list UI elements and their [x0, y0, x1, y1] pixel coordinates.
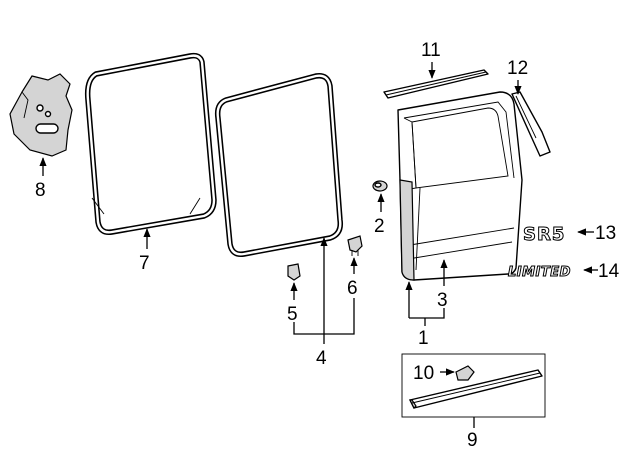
callout-14: 14: [598, 261, 620, 282]
sr5-emblem-text: SR5: [523, 224, 565, 245]
part-10-clip[interactable]: [455, 365, 475, 381]
callout-4: 4: [316, 348, 327, 369]
callout-7: 7: [139, 253, 150, 274]
callout-1: 1: [418, 328, 429, 349]
part-6-clip[interactable]: [347, 235, 363, 256]
callout-13: 13: [595, 223, 616, 244]
callout-5: 5: [287, 304, 298, 325]
callout-9: 9: [467, 430, 478, 451]
part-4-door-weatherstrip[interactable]: [214, 72, 344, 258]
part-8-inner-panel[interactable]: [9, 73, 73, 157]
callout-12: 12: [507, 58, 528, 79]
callout-8: 8: [35, 180, 46, 201]
limited-emblem-text: LIMITED: [508, 265, 571, 280]
part-5-clip[interactable]: [287, 263, 301, 281]
callout-10: 10: [413, 363, 434, 384]
part-1-rear-door[interactable]: [397, 91, 523, 281]
bracket-1: [409, 308, 445, 319]
part-14-limited-emblem[interactable]: LIMITED: [508, 265, 571, 281]
part-13-sr5-emblem[interactable]: SR5: [523, 224, 565, 246]
callout-6: 6: [347, 278, 358, 299]
part-7-opening-weatherstrip[interactable]: [84, 52, 217, 236]
callout-3: 3: [437, 290, 448, 311]
callout-11: 11: [421, 40, 441, 61]
part-2-bumper[interactable]: [372, 180, 388, 192]
part-9-lower-molding[interactable]: [409, 369, 543, 410]
part-11-belt-molding[interactable]: [383, 69, 489, 99]
callout-2: 2: [374, 216, 385, 237]
